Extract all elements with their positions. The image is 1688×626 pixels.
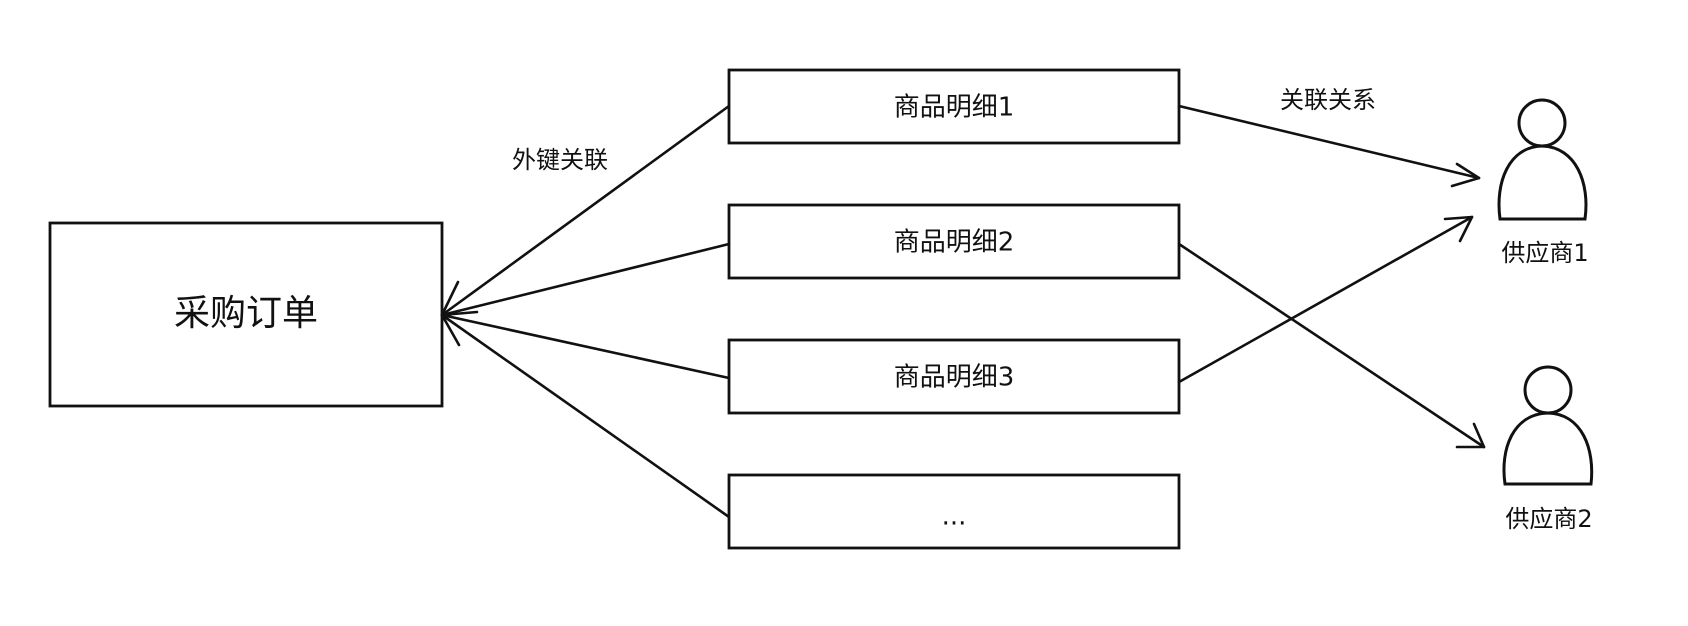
foreign-key-line-more: [440, 313, 731, 519]
supplier-2-label: 供应商2: [1505, 505, 1592, 533]
relation-line-3-to-supplier-1: [1177, 215, 1474, 384]
item-detail-node-3: 商品明细3: [727, 338, 1181, 415]
purchase-order-node: 采购订单: [48, 221, 444, 408]
supplier-1-head: [1517, 98, 1567, 148]
supplier-1-person-icon: [1497, 98, 1588, 221]
arrowhead-lower-stroke: [440, 313, 461, 347]
purchase-order-arrowhead: [440, 280, 479, 347]
item-detail-label-2: 商品明细2: [894, 228, 1015, 258]
item-detail-box-3: [727, 338, 1181, 415]
relation-arrowhead-supplier-1-a: [1450, 162, 1481, 188]
supplier-2-head: [1523, 365, 1573, 415]
supplier-2-body: [1502, 411, 1594, 486]
item-detail-node-more: ...: [727, 473, 1181, 550]
item-detail-label-more: ...: [942, 502, 967, 532]
relation-arrowhead-supplier-1-b: [1443, 215, 1474, 243]
item-detail-node-2: 商品明细2: [727, 203, 1181, 280]
relation-line-1-to-supplier-1: [1177, 104, 1481, 180]
item-detail-label-3: 商品明细3: [894, 363, 1015, 393]
item-detail-node-1: 商品明细1: [727, 68, 1181, 145]
purchase-order-box: [48, 221, 444, 408]
arrowhead-upper-stroke: [440, 280, 460, 317]
foreign-key-line-3: [440, 313, 731, 380]
item-detail-box-1: [727, 68, 1181, 145]
supplier-1-body: [1497, 144, 1588, 221]
relation-label: 关联关系: [1280, 86, 1376, 114]
item-detail-box-more: [727, 473, 1181, 550]
relation-line-2-to-supplier-2: [1177, 242, 1486, 449]
item-detail-label-1: 商品明细1: [894, 93, 1015, 123]
supplier-1-label: 供应商1: [1501, 239, 1588, 267]
foreign-key-line-2: [440, 242, 731, 317]
supplier-2-person-icon: [1502, 365, 1594, 486]
foreign-key-label: 外键关联: [512, 146, 608, 174]
arrowhead-middle-stroke: [440, 310, 479, 317]
item-detail-box-2: [727, 203, 1181, 280]
purchase-order-label: 采购订单: [174, 293, 318, 334]
relation-arrowhead-supplier-2: [1455, 422, 1486, 449]
foreign-key-line-1: [440, 104, 731, 317]
